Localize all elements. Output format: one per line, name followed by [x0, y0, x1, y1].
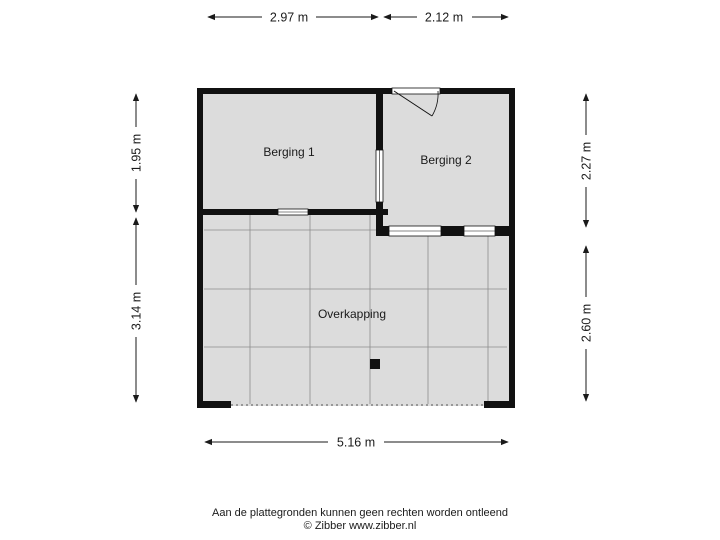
floor-berging-1 — [200, 92, 380, 213]
dimension-top-left: 2.97 m — [270, 11, 308, 25]
footer-disclaimer: Aan de plattegronden kunnen geen rechten… — [211, 507, 508, 519]
window-berging-2-bottom — [463, 225, 496, 237]
footer-credit[interactable]: © Zibber www.zibber.nl — [303, 520, 417, 532]
window-berging-1 — [277, 208, 309, 216]
door-berging-2-top[interactable] — [391, 87, 441, 117]
tile-grid — [204, 215, 507, 404]
dimension-bottom: 5.16 m — [337, 436, 375, 450]
room-label-berging-1: Berging 1 — [263, 145, 315, 159]
dimension-lines — [132, 13, 590, 446]
dimension-top-right: 2.12 m — [425, 11, 463, 25]
floor-berging-2 — [380, 92, 513, 233]
dimension-right-upper: 2.27 m — [580, 142, 594, 180]
window-partition — [375, 149, 384, 203]
dimension-right-lower: 2.60 m — [580, 304, 594, 342]
dimension-left-upper: 1.95 m — [130, 134, 144, 172]
footer: Aan de plattegronden kunnen geen rechten… — [0, 507, 720, 533]
room-label-berging-2: Berging 2 — [420, 153, 472, 167]
room-label-overkapping: Overkapping — [318, 307, 386, 321]
floor-overkapping — [200, 213, 513, 406]
dimension-left-lower: 3.14 m — [130, 292, 144, 330]
support-post — [370, 359, 380, 369]
door-berging-2-bottom[interactable] — [388, 225, 442, 237]
walls — [197, 88, 515, 408]
